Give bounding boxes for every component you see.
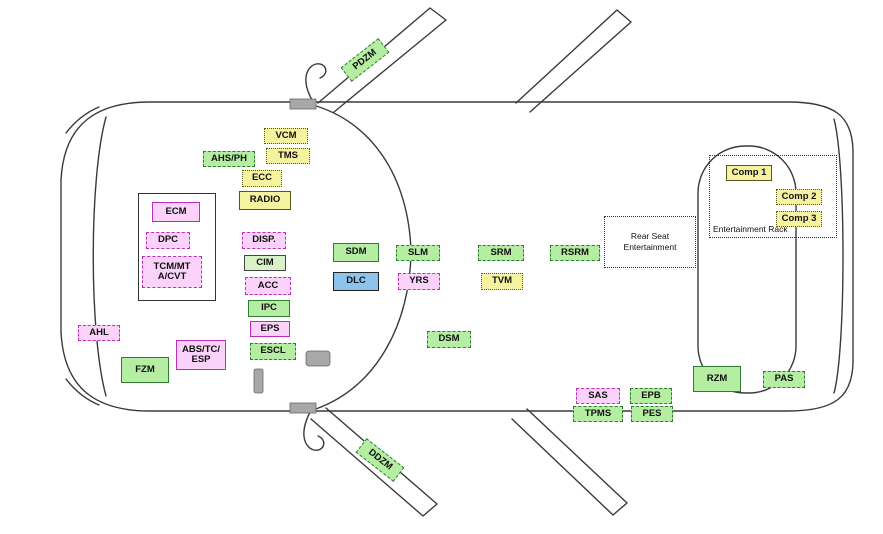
door-sill-bottom xyxy=(289,402,317,414)
hinge-bottom-left xyxy=(303,411,325,451)
cargo-area-outline xyxy=(697,145,797,394)
door-sill-top xyxy=(289,98,317,110)
front-seam-top xyxy=(65,106,100,134)
front-seam-bottom xyxy=(65,378,100,406)
tailgate-arc xyxy=(833,118,844,394)
trim-bar xyxy=(253,368,264,394)
console-box xyxy=(305,350,331,367)
windshield-arc xyxy=(92,116,107,397)
car-body xyxy=(60,101,854,412)
door-open-bottom-right xyxy=(511,408,628,516)
hinge-top-left xyxy=(305,63,327,101)
door-open-bottom-left xyxy=(310,407,438,517)
door-open-top-right xyxy=(515,9,632,113)
door-open-top-left xyxy=(317,7,447,113)
